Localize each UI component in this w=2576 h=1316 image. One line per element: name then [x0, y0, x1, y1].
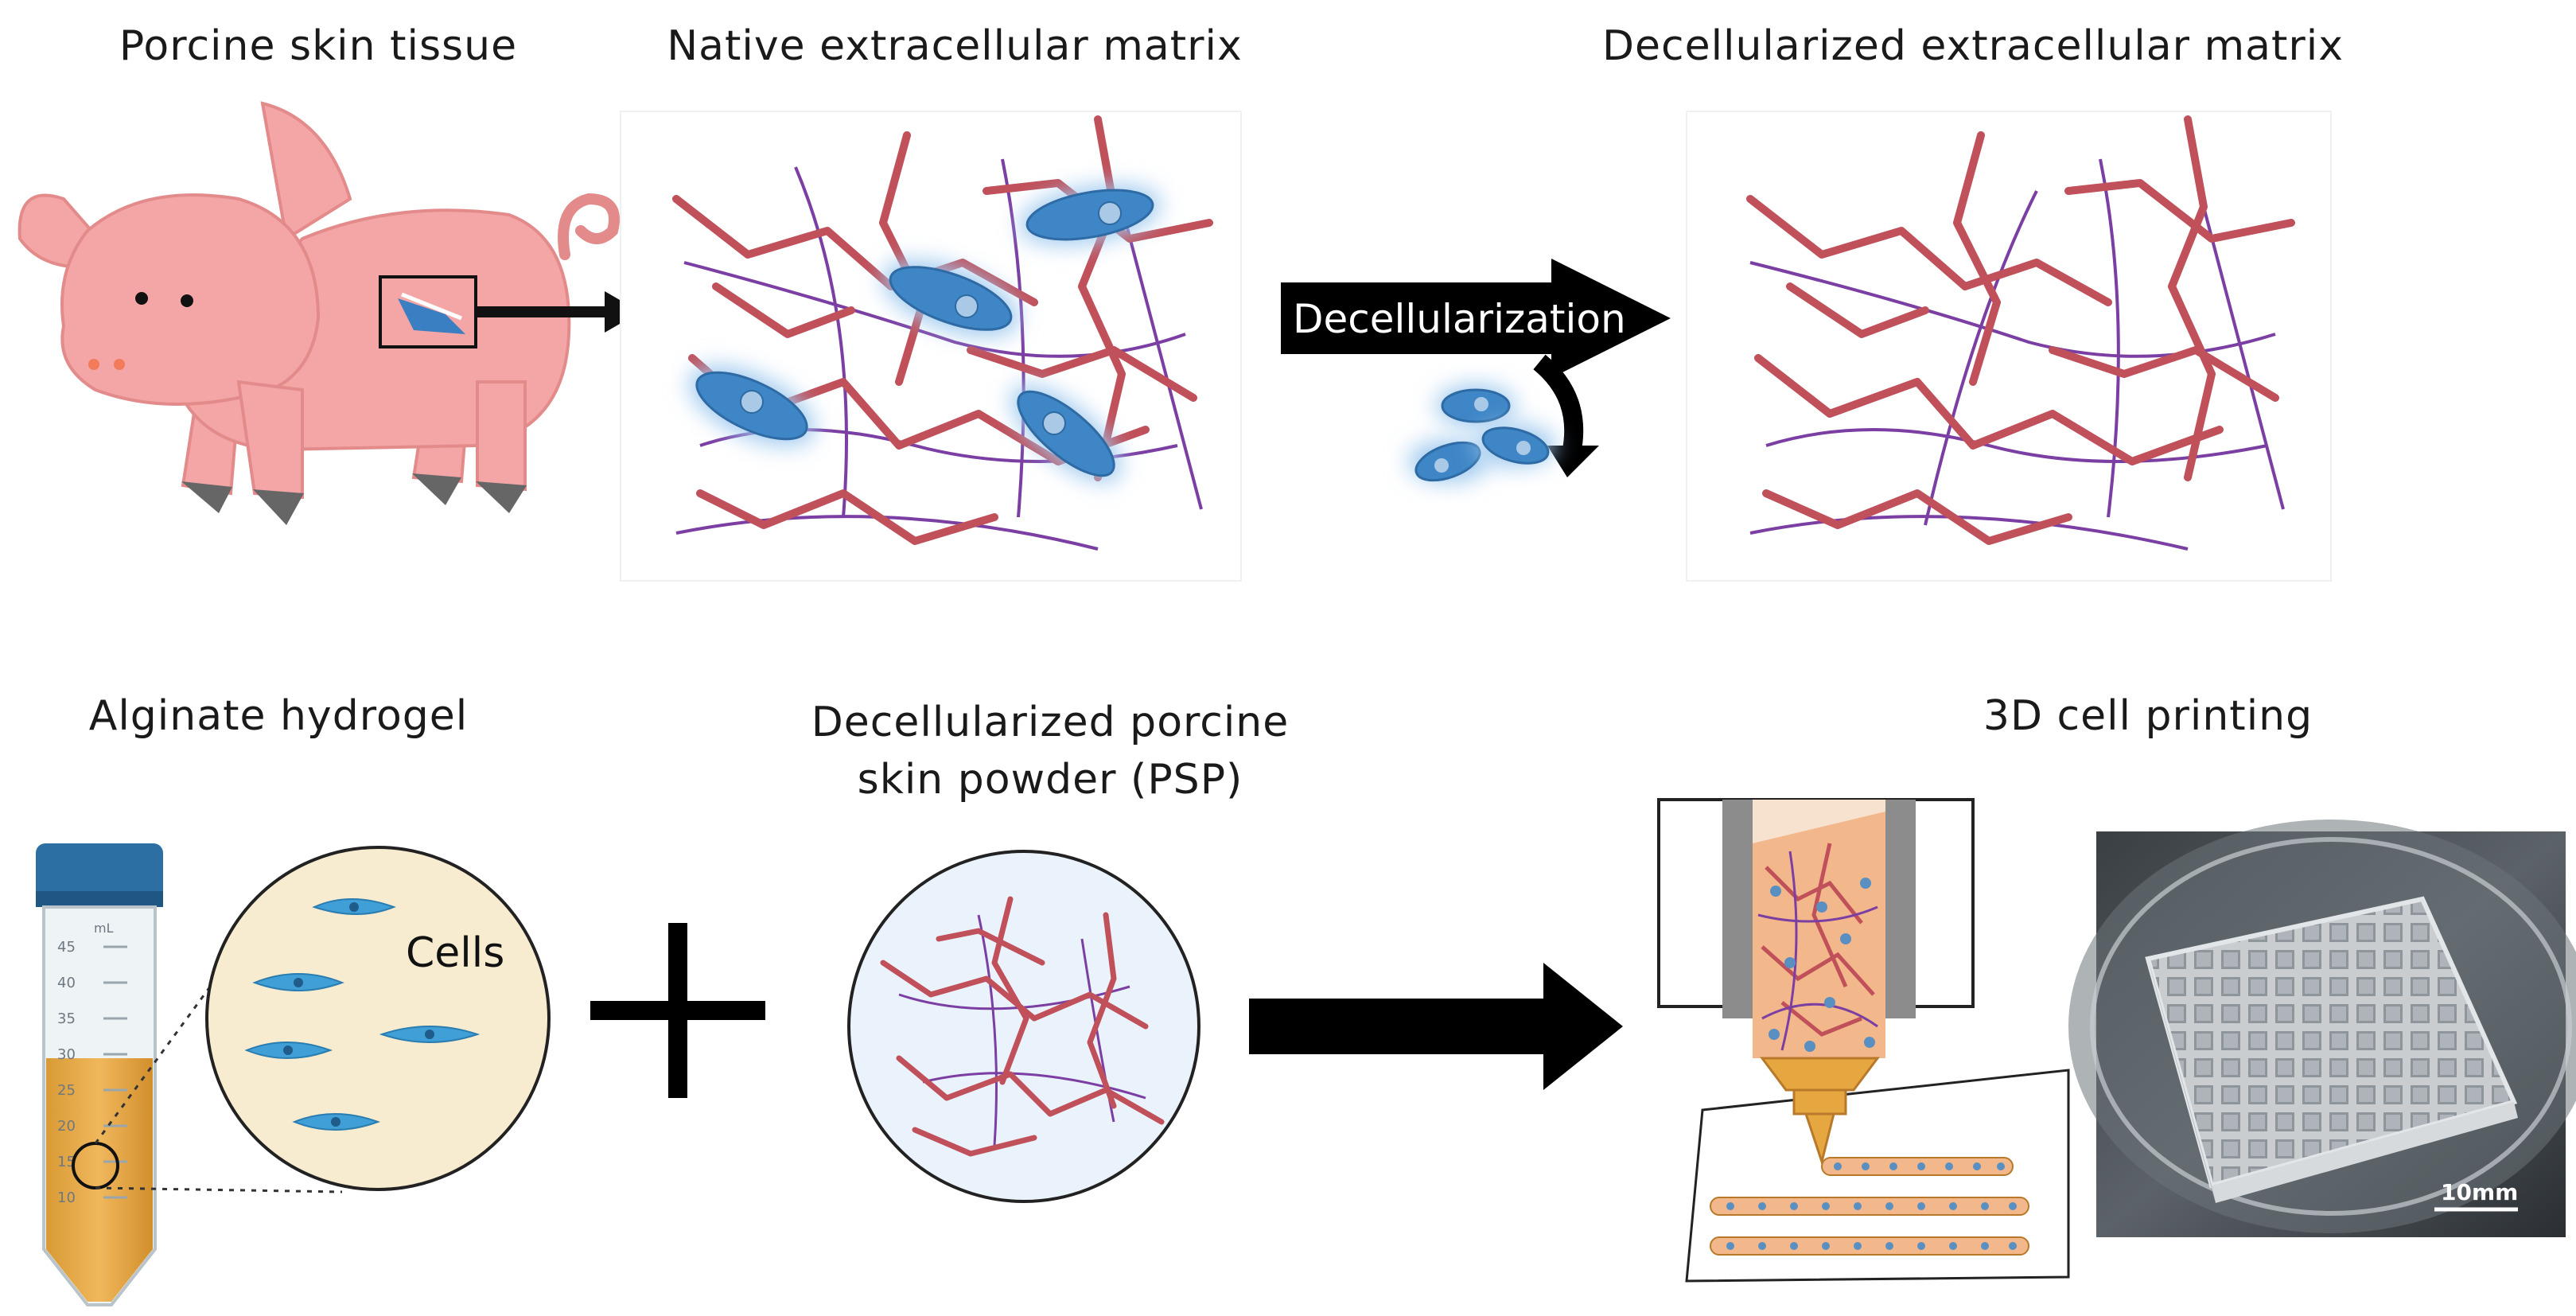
pig-eye-right-icon: [181, 294, 193, 307]
printed-strands: [1710, 1157, 2029, 1256]
tube-mark: 30: [57, 1046, 76, 1063]
label-decellularized-ecm: Decellularized extracellular matrix: [1601, 22, 2344, 70]
bioprinter-illustration: [1657, 798, 2070, 1283]
cells-circle: Cells: [205, 846, 551, 1191]
native-cells: [689, 185, 1161, 482]
pig-illustration: [18, 101, 640, 525]
native-ecm-illustration: [620, 111, 1242, 582]
tube-unit: mL: [94, 921, 114, 936]
printed-scaffold-photo: 10mm: [2068, 820, 2576, 1237]
label-porcine-skin-tissue: Porcine skin tissue: [119, 22, 518, 70]
tube-mark: 20: [57, 1118, 76, 1135]
tube-mark: 10: [57, 1189, 76, 1206]
decellularized-ecm-illustration: [1686, 111, 2332, 582]
removed-cells: [1408, 385, 1555, 482]
psp-circle: [847, 850, 1200, 1203]
tube-mark: 35: [57, 1010, 76, 1027]
cells-label: Cells: [406, 929, 504, 977]
tube-mark: 45: [57, 939, 76, 956]
decellularization-arrow: Decellularization: [1281, 259, 1671, 482]
label-native-ecm: Native extracellular matrix: [667, 22, 1243, 70]
arrow-to-printing-icon: [1249, 963, 1623, 1090]
pig-eye-left-icon: [135, 292, 148, 305]
decellularization-label: Decellularization: [1293, 296, 1626, 342]
label-psp: Decellularized porcine skin powder (PSP): [811, 699, 1290, 804]
scale-bar-label: 10mm: [2441, 1179, 2518, 1205]
plus-icon: [590, 923, 765, 1098]
tube-mark: 15: [57, 1154, 76, 1170]
tube-mark: 40: [57, 975, 76, 991]
tube-mark: 25: [57, 1082, 76, 1099]
label-3d-cell-printing: 3D cell printing: [1983, 692, 2313, 740]
label-alginate-hydrogel: Alginate hydrogel: [88, 692, 469, 740]
